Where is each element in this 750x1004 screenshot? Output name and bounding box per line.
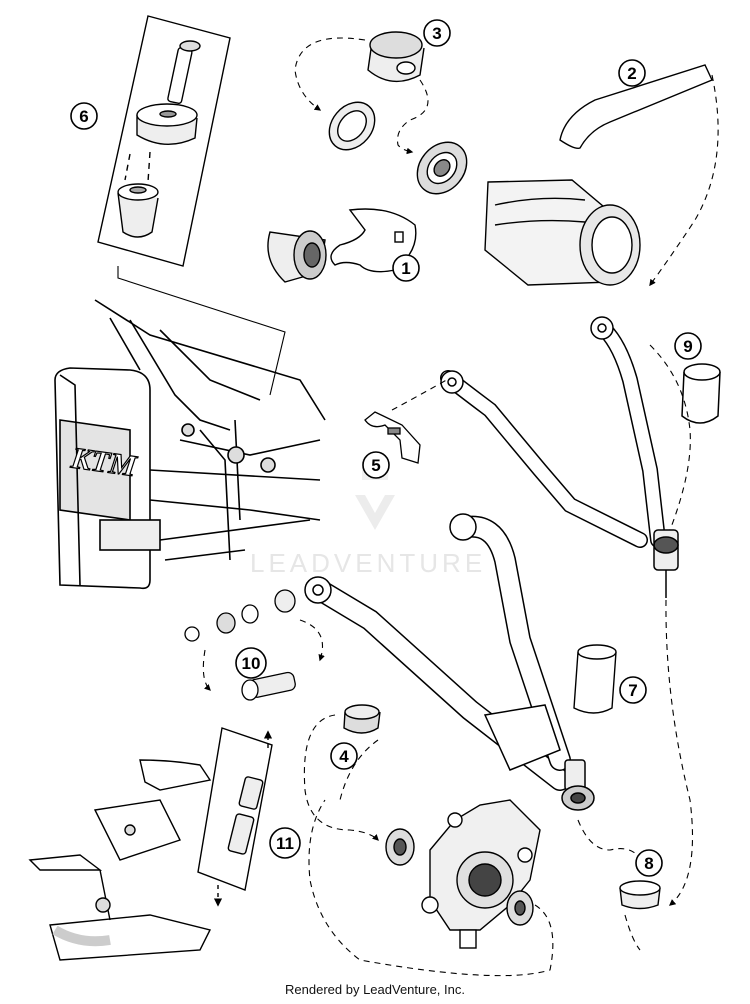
svg-text:1: 1 (401, 259, 410, 278)
hub-assembly (303, 704, 554, 977)
footer-credit: Rendered by LeadVenture, Inc. (285, 982, 465, 997)
callout-3: 3 (423, 19, 451, 47)
callout-10: 10 (235, 647, 267, 679)
pivot-hardware (184, 589, 325, 701)
svg-text:11: 11 (276, 834, 294, 853)
bracket-part (364, 377, 451, 464)
svg-text:4: 4 (339, 747, 349, 766)
svg-text:10: 10 (242, 654, 261, 673)
callout-2: 2 (618, 59, 646, 87)
svg-text:6: 6 (79, 107, 88, 126)
svg-text:9: 9 (683, 337, 692, 356)
sleeve-part (573, 644, 617, 714)
callout-6: 6 (70, 102, 98, 130)
callout-8: 8 (635, 849, 663, 877)
svg-text:7: 7 (628, 681, 637, 700)
knuckle-assembly (28, 727, 273, 961)
callout-4: 4 (330, 742, 358, 770)
lower-a-arm (304, 513, 595, 811)
svg-text:3: 3 (432, 24, 441, 43)
svg-text:8: 8 (644, 854, 653, 873)
bearing-housing-assembly (294, 31, 641, 286)
tool-kit-box (97, 15, 286, 396)
callouts: 1 2 3 4 5 6 7 8 9 10 11 (70, 19, 702, 877)
callout-1: 1 (392, 254, 420, 282)
callout-9: 9 (674, 332, 702, 360)
cap-part (577, 599, 694, 951)
callout-5: 5 (362, 451, 390, 479)
callout-7: 7 (619, 676, 647, 704)
tool-socket (267, 208, 417, 283)
svg-text:2: 2 (627, 64, 636, 83)
callout-11: 11 (269, 827, 301, 859)
upper-a-arm (440, 316, 721, 598)
spanner-wrench (559, 64, 719, 287)
watermark-text: LEADVENTURE (250, 548, 486, 578)
svg-text:5: 5 (371, 456, 380, 475)
vehicle-frame: KTM (54, 299, 326, 590)
